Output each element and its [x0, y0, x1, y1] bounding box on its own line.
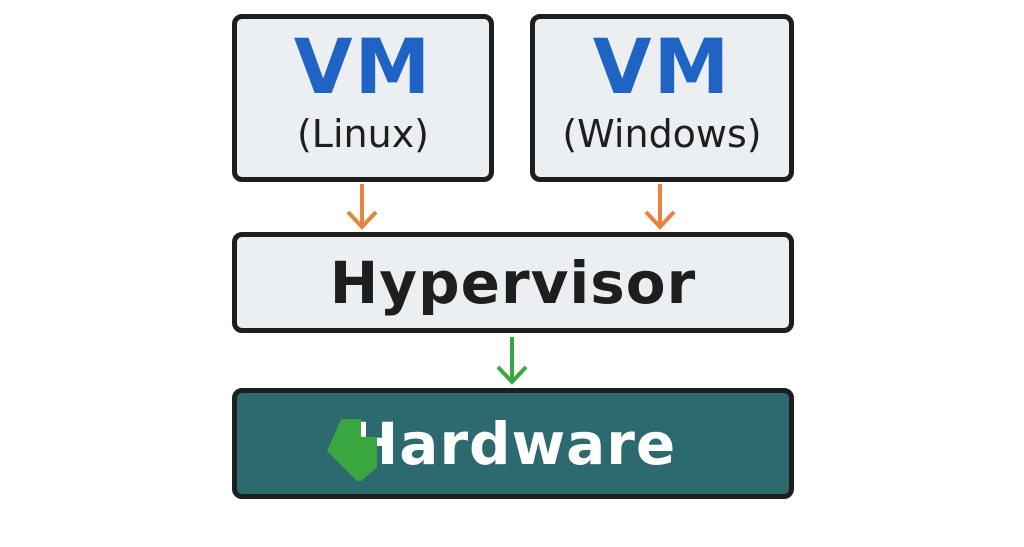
- hardware-box: Hardware: [232, 388, 794, 499]
- vm-windows-subtitle: (Windows): [562, 112, 762, 156]
- vm-linux-box: VM (Linux): [232, 14, 494, 182]
- green-chip-icon: [327, 419, 377, 481]
- arrow-windows-to-hypervisor: [644, 184, 676, 230]
- arrow-hypervisor-to-hardware: [496, 337, 528, 385]
- hypervisor-label: Hypervisor: [329, 248, 697, 317]
- hardware-label: Hardware: [349, 409, 677, 478]
- vm-windows-title: VM: [592, 22, 732, 111]
- vm-linux-title: VM: [293, 22, 433, 111]
- vm-windows-box: VM (Windows): [530, 14, 794, 182]
- arrow-linux-to-hypervisor: [346, 184, 378, 230]
- vm-linux-subtitle: (Linux): [296, 112, 430, 156]
- hypervisor-box: Hypervisor: [232, 232, 794, 333]
